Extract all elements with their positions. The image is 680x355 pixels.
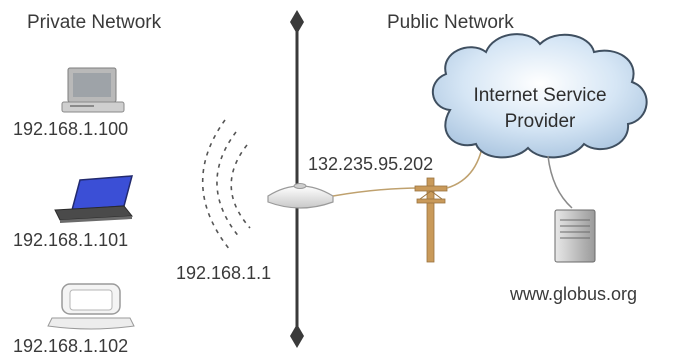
public-network-header: Public Network <box>387 12 514 33</box>
utility-pole-icon <box>414 177 448 263</box>
host-ip-label: 192.168.1.102 <box>13 336 128 355</box>
private-network-header: Private Network <box>27 12 162 33</box>
cloud-label-line1: Internet Service <box>473 85 606 106</box>
host-ip-label: 192.168.1.101 <box>13 230 128 250</box>
desktop-computer-icon <box>61 67 125 113</box>
server-label: www.globus.org <box>509 284 637 304</box>
cloud-label-line2: Provider <box>505 111 576 132</box>
host-ip-label: 192.168.1.100 <box>13 119 128 139</box>
router-ip-label: 192.168.1.1 <box>176 263 271 283</box>
public-ip-label: 132.235.95.202 <box>308 154 433 174</box>
cloud-icon <box>431 33 648 159</box>
network-divider <box>290 10 304 348</box>
wifi-signal-icon <box>201 119 251 251</box>
server-icon <box>554 209 596 263</box>
router-cable <box>332 187 421 197</box>
wireless-router-icon <box>267 183 334 209</box>
white-laptop-icon <box>47 283 135 330</box>
laptop-icon <box>54 175 133 223</box>
server-cable <box>547 155 573 209</box>
